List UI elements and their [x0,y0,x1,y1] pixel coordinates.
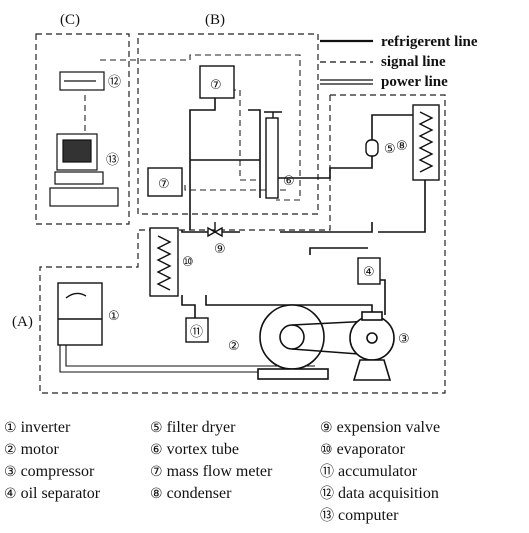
condenser [412,104,440,181]
legend-power-line: power line [381,74,448,90]
marker-2: ② [228,339,240,354]
marker-8: ⑧ [396,139,408,154]
region-a-label: (A) [12,314,33,330]
legend-signal-line: signal line [381,54,446,70]
legend-refrigerant-line: refrigerent line [381,34,478,50]
evaporator [149,227,179,297]
region-c-box [35,33,130,225]
system-diagram: (C) (B) (A) refrigerent line signal line… [12,12,478,394]
marker-1: ① [108,309,120,324]
region-a-box [39,94,446,394]
oil-separator [357,257,381,285]
marker-7-top: ⑦ [210,78,222,93]
mass-flow-meter-top [199,65,235,99]
caption-item: ⑫ data acquisition [320,485,439,502]
marker-3: ③ [398,332,410,347]
caption-item: ⑥ vortex tube [150,441,239,458]
mass-flow-meter-left [147,167,183,197]
marker-12: ⑫ [108,75,121,90]
filter-dryer [365,139,379,157]
caption-item: ② motor [4,441,59,458]
marker-7-left: ⑦ [158,177,170,192]
caption-item: ⑤ filter dryer [150,419,236,436]
caption-item: ⑩ evaporator [320,441,405,458]
accumulator [185,317,209,343]
caption-item: ④ oil separator [4,485,101,502]
legend: refrigerent line signal line power line [320,34,478,90]
marker-11: ⑪ [190,325,203,340]
caption-item: ⑨ expension valve [320,419,441,436]
caption-item: ① inverter [4,419,71,436]
caption-item: ⑧ condenser [150,485,232,502]
region-c-label: (C) [60,12,80,28]
region-b-label: (B) [205,12,225,28]
data-acquisition [59,71,105,91]
expansion-valve [207,222,223,238]
caption-item: ⑬ computer [320,507,399,524]
vortex-tube [264,111,282,199]
marker-9: ⑨ [214,242,226,257]
marker-6: ⑥ [283,174,295,189]
computer [49,133,119,207]
caption-item: ⑪ accumulator [320,463,418,480]
inverter [57,282,103,346]
marker-5: ⑤ [384,142,396,157]
region-b-box [137,33,319,215]
marker-4: ④ [363,265,375,280]
caption-item: ⑦ mass flow meter [150,463,273,480]
marker-13: ⑬ [106,153,119,168]
motor [257,304,329,380]
caption-item: ③ compressor [4,463,95,480]
compressor [349,311,395,381]
marker-10: ⑩ [182,255,194,270]
